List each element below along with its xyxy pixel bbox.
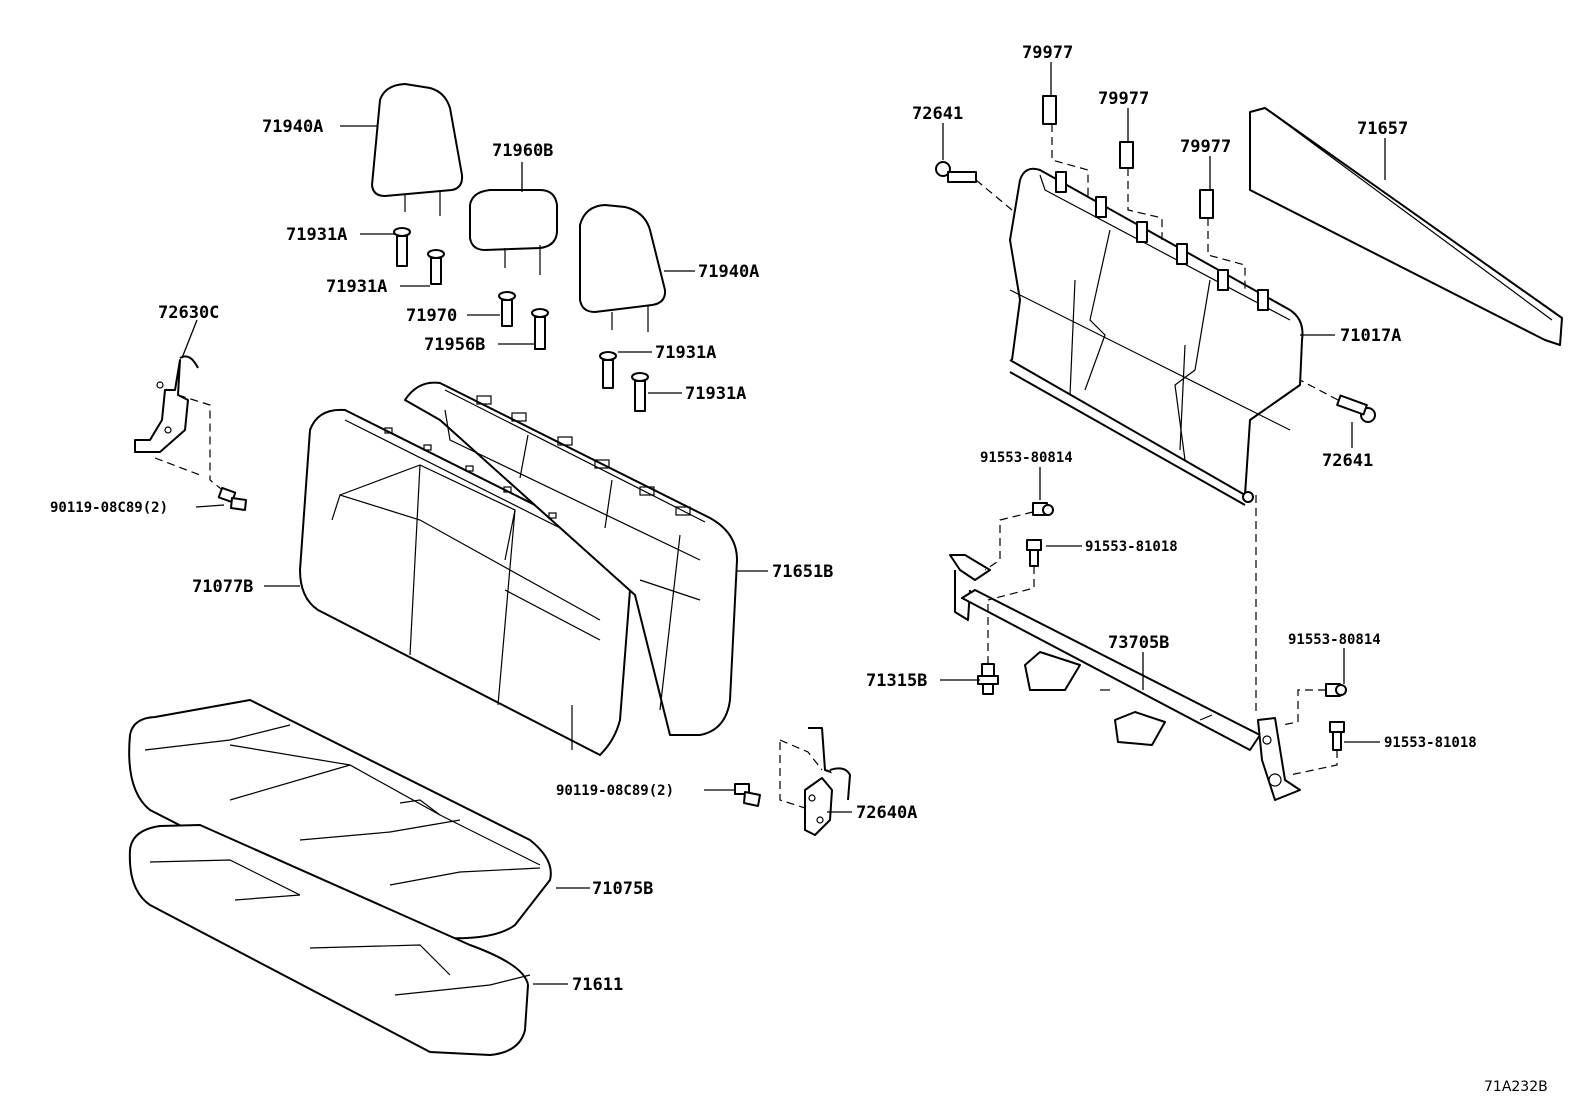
bolt-90119-left [217, 486, 247, 511]
label-71017A: 71017A [1340, 326, 1401, 346]
label-79977-a: 79977 [1022, 43, 1073, 63]
label-73705B: 73705B [1108, 633, 1169, 653]
label-72630C: 72630C [158, 303, 219, 323]
label-71931A-c: 71931A [655, 343, 716, 363]
leader-lines [181, 62, 1386, 985]
pad-clip-marks [384, 395, 691, 519]
sticker-79977-b [1119, 141, 1134, 169]
label-71931A-b: 71931A [326, 277, 387, 297]
label-72641-right: 72641 [1322, 451, 1373, 471]
bolt-91553-80814-lower [1281, 683, 1347, 726]
label-71960B: 71960B [492, 141, 553, 161]
headrest-support-71931A-a [393, 227, 411, 267]
label-71611: 71611 [572, 975, 623, 995]
diagram-code: 71A232B [1484, 1079, 1548, 1095]
label-90119-left: 90119-08C89(2) [50, 500, 168, 516]
hinge-bracket-72630C [134, 355, 226, 493]
bolt-72641-left [935, 161, 1013, 211]
label-71956B: 71956B [424, 335, 485, 355]
seatback-pad-71651B [404, 381, 738, 736]
seatback-frame-71017A [1009, 167, 1304, 506]
label-79977-b: 79977 [1098, 89, 1149, 109]
label-91553-81018-upper: 91553-81018 [1085, 539, 1178, 555]
part-labels: 71940A 71960B 71931A 71931A 71940A 71970… [50, 43, 1548, 1095]
label-71931A-a: 71931A [286, 225, 347, 245]
board-71657 [1249, 107, 1563, 346]
bolt-72641-right [1299, 379, 1376, 423]
bolt-91553-81018-upper [987, 539, 1042, 601]
seat-rail-73705B [949, 554, 1301, 801]
seat-cushion-cover-71075B [128, 699, 552, 940]
sticker-79977-a [1042, 95, 1057, 125]
headrest-support-71931A-c [599, 351, 617, 389]
headrest-left [371, 83, 464, 216]
label-71651B: 71651B [772, 562, 833, 582]
label-71315B: 71315B [866, 671, 927, 691]
headrest-support-71931A-d [631, 372, 649, 412]
label-91553-81018-lower: 91553-81018 [1384, 735, 1477, 751]
label-71077B: 71077B [192, 577, 253, 597]
bolt-91553-80814-upper [984, 502, 1054, 571]
label-72641-left: 72641 [912, 104, 963, 124]
seat-cushion-pad-71611 [128, 824, 531, 1056]
label-71657: 71657 [1357, 119, 1408, 139]
seatback-cover-71077B [299, 408, 631, 756]
label-91553-80814-lower: 91553-80814 [1288, 632, 1381, 648]
frame-clips [1055, 171, 1269, 311]
headrest-right [579, 204, 667, 332]
headrest-center [469, 189, 558, 275]
headrest-support-71956B [531, 308, 549, 350]
label-71940A-left: 71940A [262, 117, 323, 137]
label-71931A-d: 71931A [685, 384, 746, 404]
headrest-support-71931A-b [427, 249, 445, 285]
label-90119-right: 90119-08C89(2) [556, 783, 674, 799]
label-71075B: 71075B [592, 879, 653, 899]
label-79977-c: 79977 [1180, 137, 1231, 157]
label-72640A: 72640A [856, 803, 917, 823]
label-71940A-right: 71940A [698, 262, 759, 282]
label-71970: 71970 [406, 306, 457, 326]
bolt-90119-right [734, 783, 761, 807]
headrest-support-71970 [498, 291, 516, 327]
bolt-91553-81018-lower [1289, 721, 1345, 776]
hinge-bracket-72640A [779, 727, 851, 836]
label-91553-80814-upper: 91553-80814 [980, 450, 1073, 466]
sticker-79977-c [1199, 189, 1214, 219]
